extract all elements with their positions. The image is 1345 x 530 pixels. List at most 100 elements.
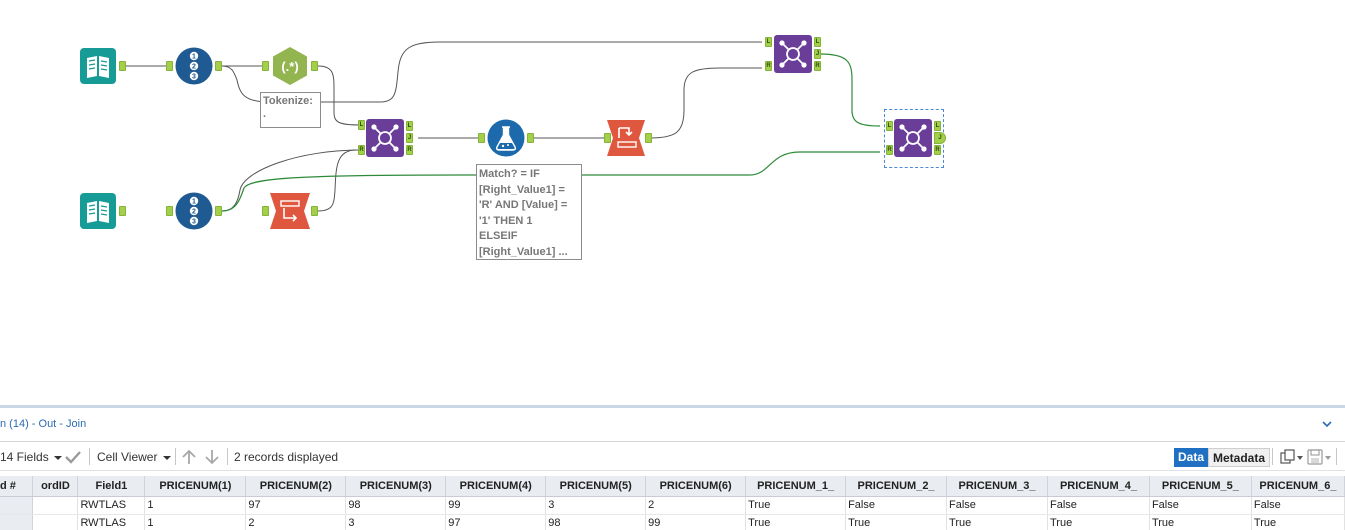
- arrow-down-icon[interactable]: [204, 448, 220, 466]
- transpose-tool[interactable]: [270, 193, 310, 229]
- column-header[interactable]: ordID: [32, 476, 79, 497]
- formula-tool[interactable]: [487, 119, 525, 157]
- table-cell[interactable]: False: [1149, 496, 1252, 515]
- join2-l-output-anchor[interactable]: L: [406, 121, 413, 131]
- table-cell[interactable]: 97: [245, 496, 347, 515]
- column-header[interactable]: PRICENUM_2_: [845, 476, 948, 497]
- fields-dropdown[interactable]: 14 Fields: [0, 450, 49, 464]
- table-cell[interactable]: 1: [144, 496, 247, 515]
- column-header[interactable]: PRICENUM(2): [245, 476, 347, 497]
- chevron-down-icon[interactable]: [1321, 418, 1333, 430]
- table-cell[interactable]: 97: [445, 514, 547, 530]
- table-cell[interactable]: 1: [144, 514, 247, 530]
- column-header[interactable]: PRICENUM_1_: [745, 476, 847, 497]
- join2-left-anchor[interactable]: L: [358, 120, 365, 130]
- table-cell[interactable]: 3: [545, 496, 647, 515]
- record-id-tool-1[interactable]: 1 2 3: [175, 47, 213, 85]
- input1-output-anchor[interactable]: [119, 61, 126, 71]
- table-cell[interactable]: False: [946, 496, 1048, 515]
- table-cell[interactable]: 3: [345, 514, 447, 530]
- column-header[interactable]: PRICENUM_6_: [1251, 476, 1345, 497]
- table-cell[interactable]: 98: [545, 514, 647, 530]
- join3-l-output-anchor[interactable]: L: [934, 121, 941, 131]
- column-header[interactable]: PRICENUM(4): [445, 476, 547, 497]
- save-icon[interactable]: [1307, 449, 1323, 465]
- table-cell[interactable]: 98: [345, 496, 447, 515]
- table-cell[interactable]: RWTLAS: [77, 496, 146, 515]
- join3-right-anchor[interactable]: R: [886, 145, 893, 155]
- table-cell[interactable]: False: [845, 496, 948, 515]
- table-cell[interactable]: 2: [645, 496, 747, 515]
- table-cell[interactable]: True: [1047, 514, 1150, 530]
- table-cell[interactable]: [32, 514, 79, 530]
- regex-output-anchor[interactable]: [311, 61, 318, 71]
- column-header[interactable]: PRICENUM(6): [645, 476, 747, 497]
- dropdown-arrow-icon[interactable]: [54, 454, 62, 462]
- join3-r-output-anchor[interactable]: R: [934, 145, 941, 155]
- workflow-canvas[interactable]: 1 2 3 (.*) Tokenize: .: [0, 0, 1345, 405]
- join2-right-anchor[interactable]: R: [358, 145, 365, 155]
- join2-j-output-anchor[interactable]: J: [406, 133, 413, 143]
- join-tool-3[interactable]: [894, 119, 932, 157]
- formula-input-anchor[interactable]: [478, 133, 485, 143]
- join1-l-output-anchor[interactable]: L: [814, 37, 821, 47]
- join3-j-output-anchor[interactable]: J: [934, 132, 946, 144]
- crosstab-tool[interactable]: [607, 120, 645, 156]
- join2-r-output-anchor[interactable]: R: [406, 145, 413, 155]
- join1-r-output-anchor[interactable]: R: [814, 61, 821, 71]
- table-cell[interactable]: True: [845, 514, 948, 530]
- recordid2-input-anchor[interactable]: [166, 206, 173, 216]
- join-tool-1[interactable]: [774, 35, 812, 73]
- data-button[interactable]: Data: [1174, 448, 1209, 467]
- join1-right-anchor[interactable]: R: [765, 61, 772, 71]
- table-cell[interactable]: True: [1149, 514, 1252, 530]
- join1-j-output-anchor[interactable]: J: [814, 49, 821, 59]
- table-cell[interactable]: [32, 496, 79, 515]
- arrow-up-icon[interactable]: [181, 448, 197, 466]
- input2-output-anchor[interactable]: [119, 206, 126, 216]
- table-cell[interactable]: True: [1251, 514, 1345, 530]
- dropdown-arrow-icon[interactable]: [1325, 455, 1331, 461]
- record-id-tool-2[interactable]: 1 2 3: [175, 192, 213, 230]
- regex-tool[interactable]: (.*): [270, 46, 310, 86]
- column-header[interactable]: PRICENUM_3_: [946, 476, 1048, 497]
- table-cell[interactable]: False: [1251, 496, 1345, 515]
- table-cell[interactable]: [0, 496, 34, 515]
- table-cell[interactable]: 99: [645, 514, 747, 530]
- table-cell[interactable]: True: [745, 514, 847, 530]
- transform-output-anchor[interactable]: [645, 133, 652, 143]
- recordid1-input-anchor[interactable]: [166, 61, 173, 71]
- table-cell[interactable]: False: [1047, 496, 1150, 515]
- join3-left-anchor[interactable]: L: [886, 121, 893, 131]
- recordid2-output-anchor[interactable]: [215, 206, 222, 216]
- table-cell[interactable]: 2: [245, 514, 347, 530]
- column-header[interactable]: PRICENUM_4_: [1047, 476, 1150, 497]
- dropdown-arrow-icon[interactable]: [1297, 455, 1303, 461]
- regex-input-anchor[interactable]: [262, 61, 269, 71]
- dropdown-arrow-icon[interactable]: [163, 454, 171, 462]
- input-data-tool-2[interactable]: [80, 193, 116, 229]
- join-tool-2[interactable]: [366, 119, 404, 157]
- table-cell[interactable]: True: [946, 514, 1048, 530]
- formula-output-anchor[interactable]: [527, 133, 534, 143]
- cell-viewer-dropdown[interactable]: Cell Viewer: [97, 450, 158, 464]
- metadata-button[interactable]: Metadata: [1208, 448, 1271, 467]
- table-cell[interactable]: True: [745, 496, 847, 515]
- table-cell[interactable]: 99: [445, 496, 547, 515]
- table-cell[interactable]: [0, 514, 34, 530]
- column-header[interactable]: d #: [0, 476, 34, 497]
- column-header[interactable]: PRICENUM_5_: [1149, 476, 1252, 497]
- transform-input-anchor[interactable]: [604, 133, 611, 143]
- column-header[interactable]: PRICENUM(5): [545, 476, 647, 497]
- copy-icon[interactable]: [1280, 449, 1296, 465]
- input-data-tool-1[interactable]: [80, 48, 116, 84]
- table-cell[interactable]: RWTLAS: [77, 514, 146, 530]
- checkmark-icon[interactable]: [64, 450, 82, 464]
- column-header[interactable]: PRICENUM(1): [144, 476, 247, 497]
- recordid1-output-anchor[interactable]: [215, 61, 222, 71]
- join1-left-anchor[interactable]: L: [765, 37, 772, 47]
- column-header[interactable]: PRICENUM(3): [345, 476, 447, 497]
